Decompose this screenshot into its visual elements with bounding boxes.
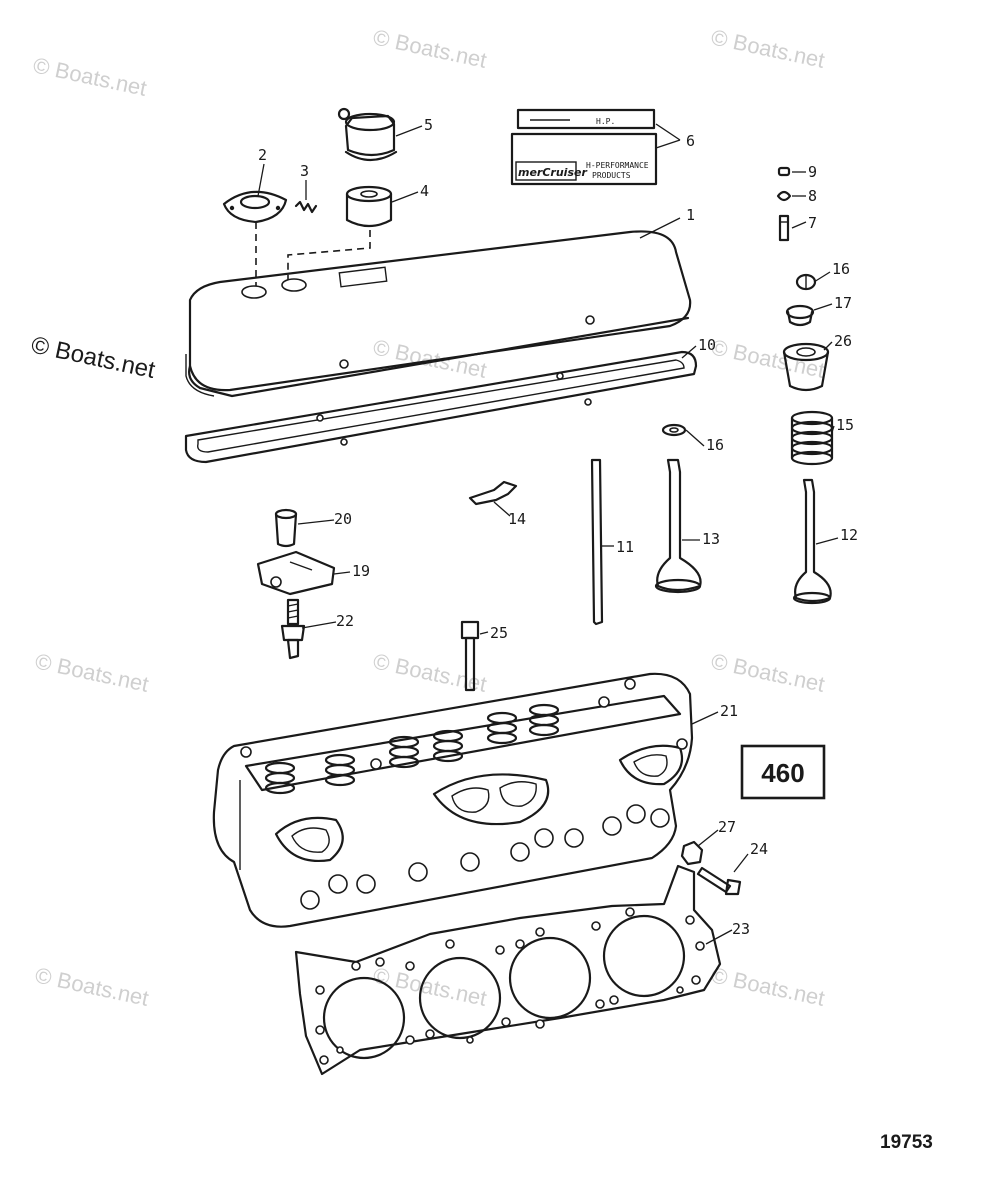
rocker-arm-part — [256, 550, 336, 596]
watermark-dark: © Boats.net — [29, 331, 158, 384]
breather-cap-part — [337, 107, 398, 162]
valve-spring-part — [790, 410, 834, 466]
cylinder-head-part — [212, 672, 694, 928]
decal-brand: merCruiser — [518, 166, 587, 179]
guide-plate-part — [468, 480, 518, 506]
watermark: © Boats.net — [371, 334, 489, 382]
callout-14: 14 — [508, 510, 526, 528]
callout-16: 16 — [706, 436, 724, 454]
callout-24: 24 — [750, 840, 768, 858]
watermarks: © Boats.net © Boats.net © Boats.net © Bo… — [29, 24, 827, 1010]
rocker-stud-part — [280, 598, 306, 660]
gasket-holes — [315, 907, 705, 1065]
valve-rotator-part — [782, 342, 830, 392]
callout-numbers: 1 2 3 4 5 6 7 8 9 10 11 12 13 14 15 16 1… — [258, 116, 858, 938]
callout-1: 1 — [686, 206, 695, 224]
head-ports — [274, 744, 684, 862]
watermark: © Boats.net — [371, 24, 489, 72]
callout-10: 10 — [698, 336, 716, 354]
decal-tagline-1: H-PERFORMANCE — [586, 161, 649, 170]
callout-8: 8 — [808, 187, 817, 205]
decal-hp-label: H.P. — [596, 117, 615, 126]
bolt-part — [696, 866, 742, 896]
callout-12: 12 — [840, 526, 858, 544]
watermark: © Boats.net — [709, 962, 827, 1010]
callout-27: 27 — [718, 818, 736, 836]
small-hardware-part — [776, 166, 792, 242]
watermark: © Boats.net — [709, 24, 827, 72]
pivot-ball-part — [274, 508, 298, 548]
callout-21: 21 — [720, 702, 738, 720]
callout-13: 13 — [702, 530, 720, 548]
callout-11: 11 — [616, 538, 634, 556]
drawing-number: 19753 — [880, 1132, 933, 1153]
valve-seal-part — [661, 423, 687, 437]
callout-19: 19 — [352, 562, 370, 580]
callout-5: 5 — [424, 116, 433, 134]
assembly-line — [287, 230, 371, 280]
watermark: © Boats.net — [33, 648, 151, 696]
valve-cover-part — [185, 230, 692, 398]
callout-7: 7 — [808, 214, 817, 232]
intake-valve-part — [654, 458, 702, 594]
callout-25: 25 — [490, 624, 508, 642]
decal-part: H.P. merCruiser H-PERFORMANCE PRODUCTS — [510, 108, 658, 186]
valve-cap-part — [785, 304, 815, 327]
model-number: 460 — [761, 758, 804, 788]
callout-6: 6 — [686, 132, 695, 150]
nut-part — [680, 840, 704, 866]
head-gasket-part — [294, 864, 722, 1076]
grommet-part — [345, 185, 393, 228]
head-valve-springs — [264, 703, 560, 795]
push-rod-part — [590, 458, 604, 626]
callout-2: 2 — [258, 146, 267, 164]
watermark: © Boats.net — [709, 334, 827, 382]
decal-tagline-2: PRODUCTS — [592, 171, 631, 180]
callout-22: 22 — [336, 612, 354, 630]
model-number-box: 460 — [740, 744, 826, 800]
oil-filler-cap-part — [222, 190, 288, 224]
head-bolt-bosses — [240, 678, 688, 910]
callout-4: 4 — [420, 182, 429, 200]
callout-9: 9 — [808, 163, 817, 181]
spring-clip-part — [294, 200, 318, 214]
watermark: © Boats.net — [31, 52, 149, 100]
head-bolt-part — [460, 620, 480, 692]
callout-17: 17 — [834, 294, 852, 312]
callout-leaders — [257, 123, 839, 945]
callout-20: 20 — [334, 510, 352, 528]
watermark: © Boats.net — [33, 962, 151, 1010]
watermark: © Boats.net — [709, 648, 827, 696]
callout-26: 26 — [834, 332, 852, 350]
exhaust-valve-part — [792, 478, 832, 605]
callout-16: 16 — [832, 260, 850, 278]
valve-keeper-part — [795, 273, 817, 291]
callout-23: 23 — [732, 920, 750, 938]
callout-15: 15 — [836, 416, 854, 434]
callout-3: 3 — [300, 162, 309, 180]
